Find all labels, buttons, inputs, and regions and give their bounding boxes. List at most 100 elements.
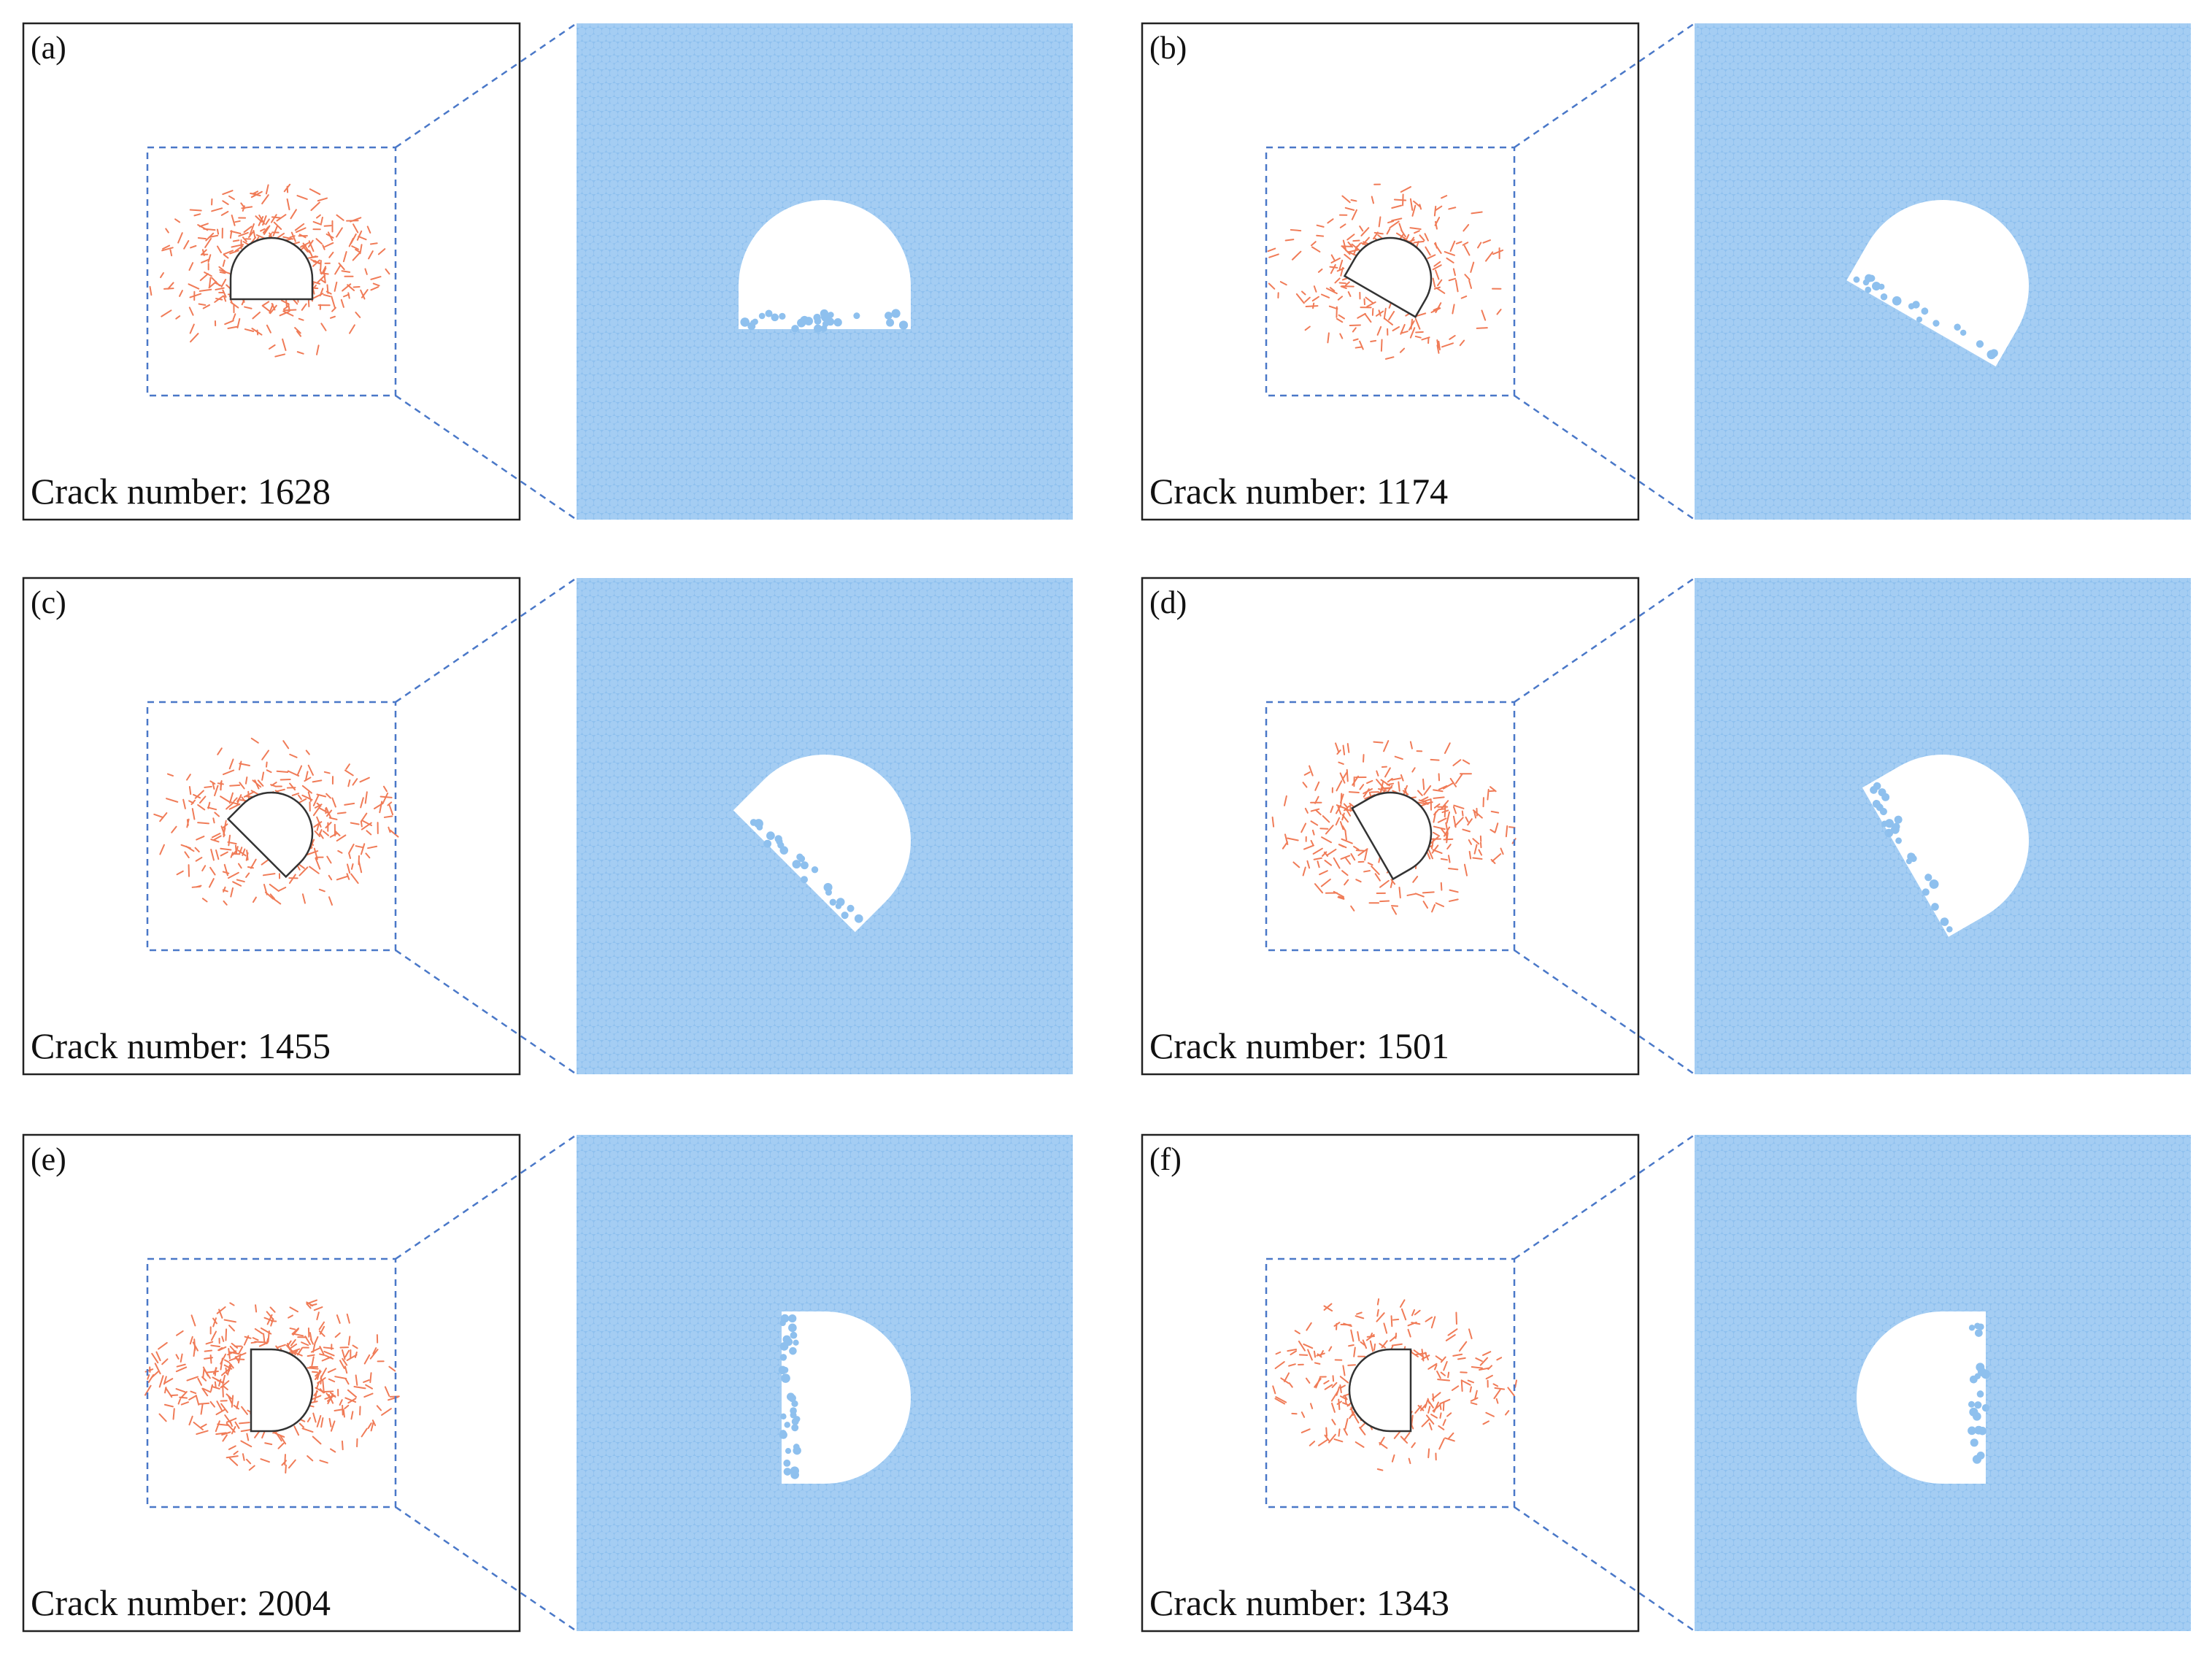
crack-mark bbox=[331, 797, 336, 808]
crack-mark bbox=[1321, 836, 1333, 844]
crack-mark bbox=[210, 1344, 221, 1348]
crack-mark bbox=[296, 331, 302, 337]
crack-mark bbox=[323, 293, 331, 298]
crack-mark bbox=[1482, 239, 1491, 244]
particle bbox=[1954, 323, 1961, 331]
crack-mark bbox=[1442, 782, 1454, 790]
crack-mark bbox=[199, 288, 212, 292]
zoom-region-box bbox=[1265, 146, 1516, 397]
particle bbox=[804, 317, 814, 325]
particle bbox=[1972, 1454, 1982, 1464]
crack-mark bbox=[323, 771, 331, 774]
crack-mark bbox=[1384, 356, 1395, 360]
crack-mark bbox=[1482, 1351, 1492, 1356]
crack-mark bbox=[1339, 223, 1346, 228]
crack-mark bbox=[1304, 296, 1311, 303]
particle bbox=[790, 1471, 799, 1479]
crack-mark bbox=[1441, 828, 1448, 837]
crack-mark bbox=[1447, 1371, 1450, 1379]
crack-mark bbox=[1417, 1405, 1425, 1411]
crack-mark bbox=[189, 209, 202, 212]
crack-mark bbox=[203, 228, 216, 231]
crack-mark bbox=[1348, 1344, 1354, 1347]
crack-mark bbox=[342, 251, 347, 263]
crack-mark bbox=[289, 782, 296, 791]
crack-mark bbox=[260, 1327, 272, 1335]
crack-mark bbox=[1342, 1365, 1346, 1376]
crack-mark bbox=[356, 230, 363, 241]
crack-mark bbox=[1267, 247, 1276, 253]
particle bbox=[788, 1323, 797, 1333]
crack-mark bbox=[1389, 220, 1400, 229]
crack-mark bbox=[1268, 253, 1279, 258]
crack-mark bbox=[1452, 759, 1462, 766]
crack-mark bbox=[1339, 1376, 1349, 1384]
crack-mark bbox=[223, 886, 226, 893]
crack-mark bbox=[1390, 880, 1393, 888]
crack-mark bbox=[228, 1363, 232, 1372]
crack-mark bbox=[1376, 325, 1382, 336]
crack-mark bbox=[212, 782, 215, 790]
crack-mark bbox=[1391, 217, 1403, 222]
crack-mark bbox=[1485, 1411, 1495, 1417]
crack-mark bbox=[1427, 254, 1436, 260]
crack-mark bbox=[277, 1442, 285, 1449]
crack-mark bbox=[341, 270, 351, 273]
crack-mark bbox=[342, 1357, 348, 1366]
crack-mark bbox=[155, 1351, 161, 1362]
crack-mark bbox=[169, 249, 173, 257]
crack-mark bbox=[220, 779, 223, 791]
crack-mark bbox=[1433, 825, 1446, 831]
crack-mark bbox=[1427, 1448, 1430, 1459]
crack-mark bbox=[1445, 1334, 1456, 1341]
particle bbox=[1909, 852, 1916, 860]
crack-mark bbox=[320, 260, 322, 271]
crack-mark bbox=[261, 301, 270, 307]
crack-mark bbox=[280, 1435, 287, 1445]
crack-mark bbox=[350, 233, 357, 244]
crack-mark bbox=[1301, 290, 1306, 296]
crack-mark bbox=[1354, 1416, 1360, 1424]
crack-mark bbox=[312, 1436, 322, 1445]
crack-mark bbox=[220, 1380, 230, 1389]
crack-mark bbox=[291, 793, 300, 796]
crack-mark bbox=[223, 769, 235, 776]
crack-mark bbox=[1437, 1379, 1451, 1382]
crack-mark bbox=[379, 801, 383, 814]
crack-mark bbox=[210, 849, 215, 861]
crack-mark bbox=[308, 240, 315, 253]
crack-mark bbox=[1474, 1390, 1478, 1400]
particle bbox=[749, 819, 758, 826]
crack-mark bbox=[316, 1311, 320, 1321]
crack-mark bbox=[250, 190, 263, 199]
crack-mark bbox=[263, 1317, 273, 1322]
crack-mark bbox=[1306, 1322, 1312, 1331]
crack-mark bbox=[342, 293, 350, 298]
crack-mark bbox=[1287, 837, 1299, 841]
crack-mark bbox=[328, 896, 333, 906]
crack-mark bbox=[312, 220, 322, 226]
crack-mark bbox=[1379, 1343, 1387, 1349]
crack-mark bbox=[312, 1412, 317, 1423]
crack-mark bbox=[195, 1394, 200, 1406]
crack-mark bbox=[190, 1314, 196, 1327]
crack-cloud bbox=[1272, 1298, 1518, 1471]
crack-mark bbox=[336, 227, 343, 238]
crack-mark bbox=[199, 795, 207, 804]
crack-mark bbox=[1400, 774, 1404, 782]
crack-mark bbox=[1336, 780, 1343, 792]
crack-mark bbox=[1338, 844, 1347, 849]
crack-mark bbox=[220, 210, 229, 216]
crack-mark bbox=[1352, 239, 1360, 242]
crack-mark bbox=[325, 809, 333, 817]
crack-mark bbox=[1468, 850, 1472, 860]
crack-mark bbox=[1338, 314, 1346, 320]
crack-mark bbox=[209, 1354, 212, 1364]
crack-mark bbox=[314, 804, 323, 809]
crack-mark bbox=[329, 1448, 336, 1453]
crack-mark bbox=[290, 209, 297, 220]
crack-mark bbox=[1274, 1361, 1285, 1369]
crack-mark bbox=[1495, 1398, 1499, 1404]
particle bbox=[793, 1416, 801, 1422]
crack-mark bbox=[1309, 1403, 1314, 1409]
